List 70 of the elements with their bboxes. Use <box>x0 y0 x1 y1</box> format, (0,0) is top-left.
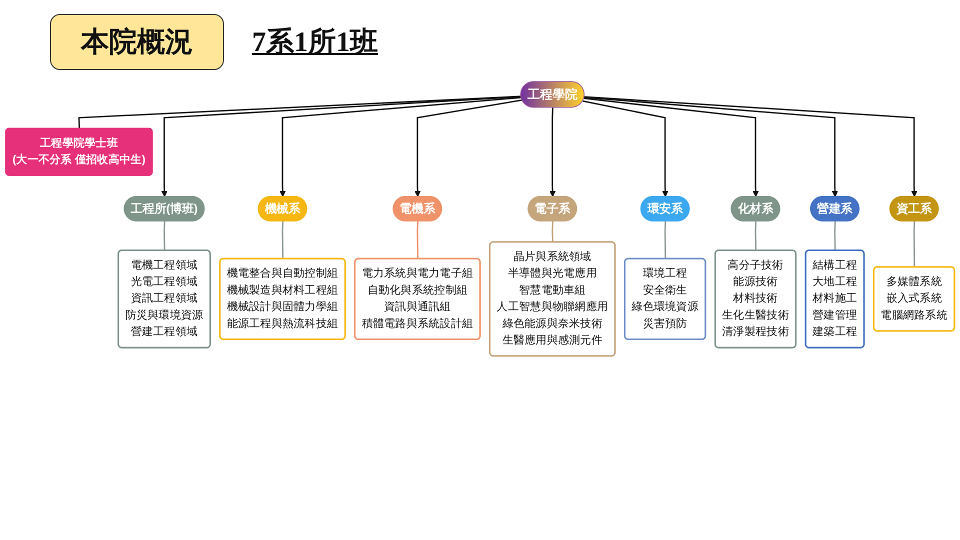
connector <box>552 221 554 242</box>
node-label: 建築工程 <box>812 326 858 338</box>
connector <box>78 96 522 129</box>
node-label: 智慧電動車組 <box>518 284 586 296</box>
division-list-box: 多媒體系統 嵌入式系統 電腦網路系統 <box>873 266 956 332</box>
arrow <box>582 100 668 197</box>
division-list-box: 電機工程領域 光電工程領域 資訊工程領域 防災與環境資源 營建工程領域 <box>118 250 211 348</box>
node-label: 綠色環境資源 <box>632 301 698 313</box>
node-label: 大地工程 <box>812 276 858 288</box>
node-label: 防災與環境資源 <box>125 309 204 322</box>
node-label: 結構工程 <box>812 259 858 272</box>
connector <box>416 221 418 259</box>
department-node: 化材系 <box>730 196 780 222</box>
connector <box>282 221 284 259</box>
department-node: 電機系 <box>392 196 442 222</box>
division-list-box: 結構工程 大地工程 材料施工 營建管理 建築工程 <box>804 250 865 348</box>
subtitle: 7系1所1班 <box>252 26 378 60</box>
connector <box>913 221 916 268</box>
connector <box>754 221 757 251</box>
department-node: 營建系 <box>810 196 860 222</box>
department-node: 電子系 <box>528 196 578 222</box>
connector <box>164 221 166 251</box>
arrow <box>414 99 522 197</box>
node-label: 機械製造與材料工程組 <box>226 284 338 296</box>
node-label: 電機工程領域 <box>130 259 198 272</box>
node-label: 資訊與通訊組 <box>384 301 451 313</box>
title-box: 本院概況 <box>50 14 224 70</box>
node-label: 生化生醫技術 <box>722 309 789 322</box>
node-label: 機械設計與固體力學組 <box>226 301 338 313</box>
connector <box>834 221 836 251</box>
arrow <box>584 96 838 197</box>
division-list-box: 電力系統與電力電子組 自動化與系統控制組 資訊與通訊組 積體電路與系統設計組 <box>354 258 481 340</box>
program-node: 工程學院學士班 (大一不分系 僅招收高中生) <box>5 128 153 176</box>
department-node: 環安系 <box>640 196 690 222</box>
node-label: 自動化與系統控制組 <box>367 284 468 296</box>
node-label: 半導體與光電應用 <box>508 268 597 280</box>
node-label: 能源技術 <box>733 276 778 288</box>
node-label: 生醫應用與感測元件 <box>502 334 602 346</box>
node-label: 材料技術 <box>733 292 778 305</box>
college-node: 工程學院 <box>520 81 584 108</box>
department-node: 機械系 <box>258 196 308 222</box>
node-label: 光電工程領域 <box>130 276 198 288</box>
node-label: 積體電路與系統設計組 <box>362 318 474 330</box>
arrow <box>280 96 522 197</box>
node-label: 營建管理 <box>812 309 858 322</box>
node-label: 機電整合與自動控制組 <box>226 268 338 280</box>
node-label: 營建工程領域 <box>130 326 198 338</box>
node-label: 資訊工程領域 <box>130 292 198 305</box>
arrow <box>550 108 556 197</box>
arrow <box>584 96 918 197</box>
division-list-box: 機電整合與自動控制組 機械製造與材料工程組 機械設計與固體力學組 能源工程與熱流科技組 <box>219 258 346 340</box>
connector <box>664 221 666 259</box>
node-label: 清淨製程技術 <box>722 326 789 338</box>
arrow <box>584 98 759 197</box>
node-label: 人工智慧與物聯網應用 <box>496 301 608 313</box>
arrow <box>161 96 522 197</box>
department-node: 工程所(博班) <box>124 196 205 222</box>
division-list-box: 晶片與系統領域 半導體與光電應用 智慧電動車組 人工智慧與物聯網應用 綠色能源與奈米技術 生醫應用與感測元件 <box>489 241 616 357</box>
node-label: 晶片與系統領域 <box>513 250 592 263</box>
division-list-box: 環境工程 安全衛生 綠色環境資源 災害預防 <box>624 258 706 340</box>
node-label: 環境工程 <box>642 268 688 280</box>
node-label: 災害預防 <box>642 318 688 330</box>
node-label: 電力系統與電力電子組 <box>362 268 474 280</box>
node-label: 能源工程與熱流科技組 <box>226 318 338 330</box>
node-label: 安全衛生 <box>642 284 688 296</box>
node-label: 高分子技術 <box>728 259 784 272</box>
department-node: 資工系 <box>889 196 939 222</box>
node-label: 材料施工 <box>812 292 858 305</box>
division-list-box: 高分子技術 能源技術 材料技術 生化生醫技術 清淨製程技術 <box>714 250 797 348</box>
node-label: 綠色能源與奈米技術 <box>502 318 602 330</box>
